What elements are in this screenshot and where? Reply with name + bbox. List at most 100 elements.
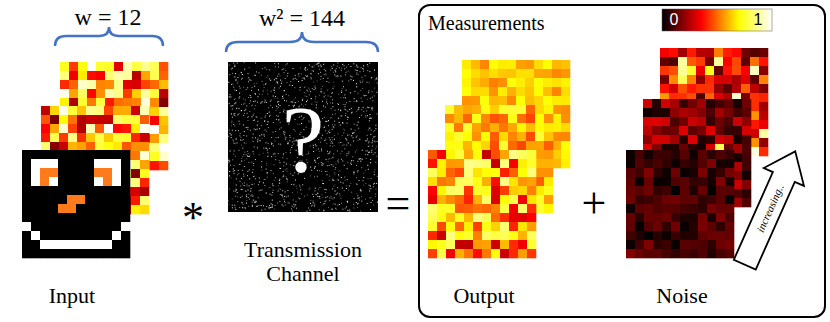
pixel (462, 105, 471, 114)
pixel (59, 151, 68, 160)
input-grid (41, 106, 149, 214)
speckle (327, 171, 328, 172)
pixel (76, 240, 85, 249)
speckle (368, 178, 369, 179)
speckle (247, 185, 248, 186)
speckle (249, 111, 250, 112)
speckle (233, 154, 234, 155)
pixel (76, 231, 85, 240)
pixel (140, 187, 149, 196)
speckle (342, 188, 343, 189)
pixel (698, 213, 707, 222)
pixel (67, 159, 76, 168)
pixel (644, 186, 653, 195)
pixel (716, 231, 725, 240)
pixel (22, 240, 31, 249)
speckle (336, 68, 337, 69)
speckle (280, 189, 281, 190)
pixel (68, 187, 77, 196)
speckle (278, 63, 279, 64)
pixel (499, 141, 508, 150)
pixel (96, 80, 105, 89)
pixel (121, 231, 130, 240)
pixel (482, 204, 491, 213)
pixel (732, 57, 741, 66)
pixel (94, 222, 103, 231)
pixel (698, 186, 707, 195)
pixel (517, 168, 526, 177)
speckle (277, 98, 278, 99)
pixel (543, 60, 552, 69)
pixel (446, 222, 455, 231)
speckle (371, 77, 372, 78)
pixel (626, 231, 635, 240)
pixel (516, 87, 525, 96)
speckle (241, 72, 242, 73)
pixel (471, 69, 480, 78)
pixel (121, 240, 130, 249)
pixel (759, 48, 768, 57)
pixel (498, 96, 507, 105)
pixel (150, 71, 159, 80)
pixel (715, 135, 724, 144)
pixel (698, 168, 707, 177)
pixel (733, 126, 742, 135)
speckle (272, 200, 273, 201)
pixel (644, 168, 653, 177)
speckle (349, 186, 350, 187)
speckle (346, 72, 347, 73)
pixel (517, 186, 526, 195)
pixel (507, 87, 516, 96)
pixel (733, 99, 742, 108)
pixel (500, 168, 509, 177)
pixel (733, 189, 742, 198)
pixel (446, 150, 455, 159)
pixel (114, 98, 123, 107)
speckle (229, 175, 230, 176)
pixel (437, 186, 446, 195)
speckle (229, 74, 230, 75)
speckle (247, 129, 248, 130)
pixel (50, 124, 59, 133)
speckle (243, 154, 244, 155)
speckle (370, 162, 371, 163)
pixel (750, 57, 759, 66)
pixel (670, 117, 679, 126)
speckle (373, 131, 374, 132)
speckle (237, 196, 238, 197)
pixel (473, 231, 482, 240)
pixel (141, 125, 150, 134)
speckle (260, 103, 261, 104)
pixel (561, 78, 570, 87)
speckle (344, 177, 345, 178)
speckle (340, 182, 341, 183)
speckle (372, 97, 373, 98)
pixel (49, 222, 58, 231)
pixel (544, 195, 553, 204)
pixel (85, 186, 94, 195)
pixel (741, 84, 750, 93)
pixel (480, 78, 489, 87)
pixel (678, 84, 687, 93)
speckle (362, 101, 363, 102)
speckle (335, 169, 336, 170)
speckle (273, 173, 274, 174)
speckle (234, 165, 235, 166)
pixel (60, 80, 69, 89)
pixel (41, 205, 50, 214)
speckle (278, 185, 279, 186)
pixel (31, 204, 40, 213)
speckle (340, 125, 341, 126)
pixel (669, 75, 678, 84)
pixel (669, 66, 678, 75)
pixel (500, 213, 509, 222)
pixel (509, 195, 518, 204)
pixel (689, 204, 698, 213)
pixel (113, 115, 122, 124)
pixel (159, 116, 168, 125)
speckle (357, 195, 358, 196)
pixel (437, 249, 446, 258)
pixel (123, 89, 132, 98)
pixel (122, 205, 131, 214)
pixel (455, 159, 464, 168)
